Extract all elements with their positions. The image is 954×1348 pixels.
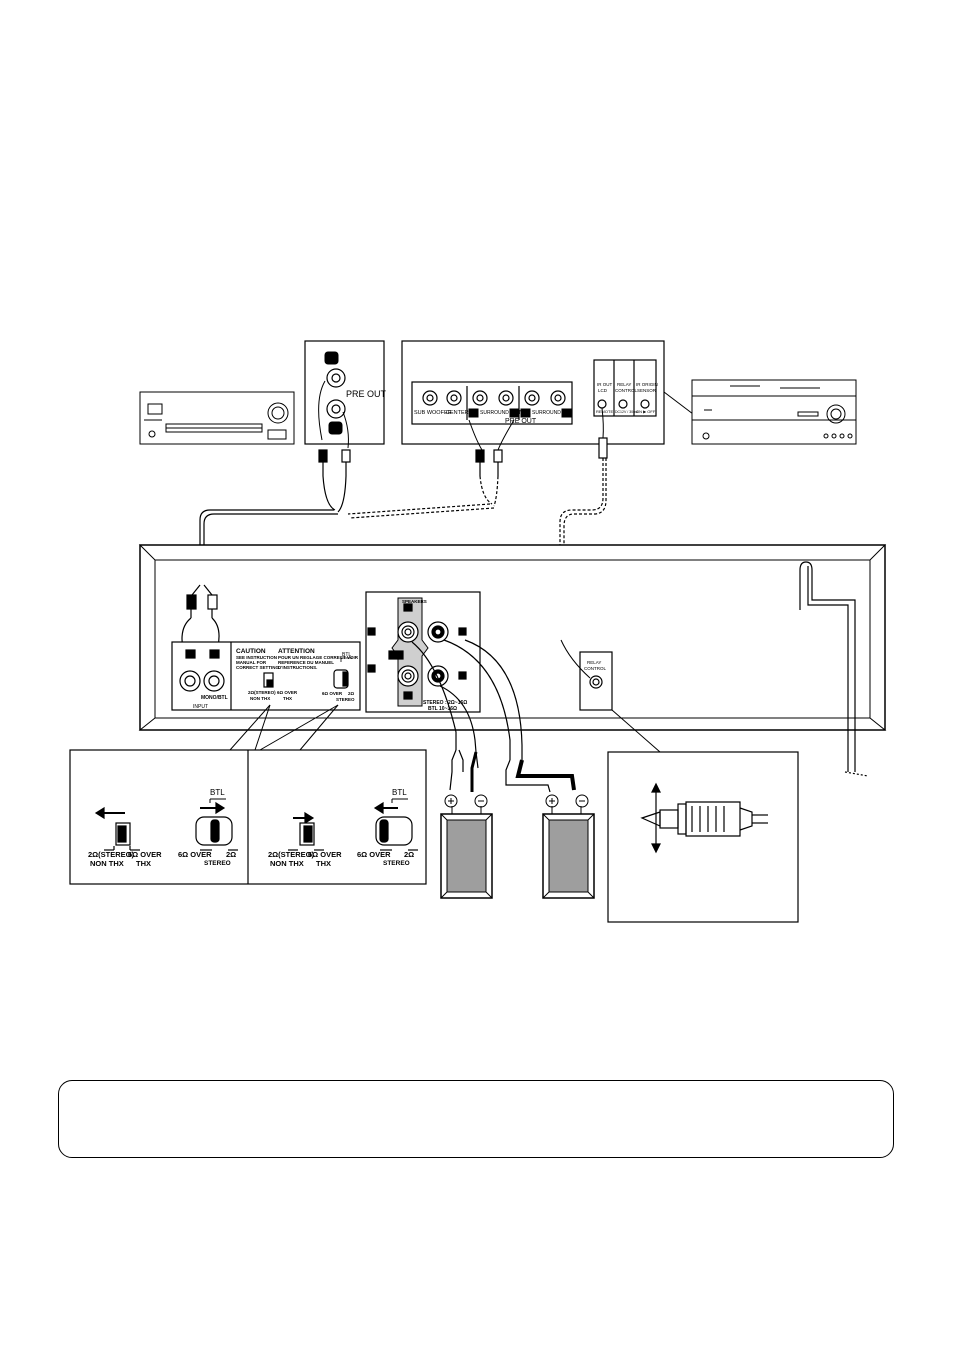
rca-cable-preamp xyxy=(199,449,351,585)
btl-label: BTL xyxy=(342,652,351,658)
relay-label: RELAY xyxy=(587,660,601,665)
jack-center: CENTER xyxy=(446,410,469,416)
dc12v-label: DC12V / 30mA xyxy=(615,410,639,414)
relay-label: RELAY xyxy=(617,382,631,387)
speaker-left xyxy=(440,794,493,899)
input-label: INPUT xyxy=(193,704,208,710)
sensor-label: SENSOR xyxy=(637,388,657,393)
sw1-right-sub: THX xyxy=(136,859,151,868)
sw2-right-label: 2Ω xyxy=(404,850,414,859)
sw2-stereo-label: STEREO xyxy=(204,860,231,867)
sw2-left-label: 6Ω OVER xyxy=(357,850,391,859)
relay-plug-detail-box xyxy=(607,751,799,923)
sw1-right-sub: THX xyxy=(283,696,292,701)
rca-cable-av-receiver xyxy=(347,449,503,519)
av-receiver-rear-panel xyxy=(401,340,665,451)
preamp-front-view xyxy=(139,391,295,445)
switch-detail-box xyxy=(69,749,427,885)
speaker-polarity-marks xyxy=(448,798,585,804)
note-box xyxy=(58,1080,894,1158)
jack-subwoofer: SUB WOOFER xyxy=(414,410,452,416)
caution-line3: CORRECT SETTING. xyxy=(236,665,280,670)
speakers-btl-note: BTL 10~16Ω xyxy=(428,706,457,712)
badge-l: L xyxy=(370,630,374,636)
badge-l: L xyxy=(512,412,516,418)
badge-l: L xyxy=(331,354,337,364)
mono-btl-label: MONO/BTL xyxy=(201,695,228,701)
badge-l: L xyxy=(461,630,465,636)
caution-line2: MANUAL FOR xyxy=(236,660,267,665)
badge-l: L xyxy=(564,412,568,418)
sw1-left-sub: NON THX xyxy=(270,859,304,868)
badge-r: R xyxy=(523,412,528,418)
pre-out-label: PRE OUT xyxy=(346,389,387,399)
badge-r: R xyxy=(335,424,342,434)
sw2-left-label: 6Ω OVER xyxy=(322,691,343,696)
control-label: CONTROL xyxy=(584,666,606,671)
ir-out-label: IR OUT xyxy=(597,382,613,387)
sw1-left-label: 2Ω(STEREO) xyxy=(268,850,315,859)
sw2-right-label: 2Ω xyxy=(226,850,236,859)
sw1-left-label: 2Ω(STEREO) xyxy=(248,690,276,695)
speakers-stereo-note: STEREO : 2Ω~16Ω xyxy=(423,700,467,706)
sw2-left-label: 6Ω OVER xyxy=(178,850,212,859)
badge-r: R xyxy=(188,652,193,659)
power-cord xyxy=(799,561,869,777)
speaker-wires xyxy=(411,639,576,793)
callout-line xyxy=(663,391,694,415)
sw1-left-sub: NON THX xyxy=(90,859,124,868)
badge-r: R xyxy=(461,674,466,680)
btl-label: BTL xyxy=(210,788,225,797)
jack-surround: SURROUND xyxy=(532,410,561,416)
remote-label: REMOTE xyxy=(596,409,613,414)
sw2-right-label: 2Ω xyxy=(348,691,355,696)
badge-r: R xyxy=(370,667,375,673)
switch-detail-setting-2 xyxy=(288,798,418,851)
preamp-pre-out-panel xyxy=(304,340,385,449)
relay-control-panel xyxy=(560,639,613,711)
speakers-label: SPEAKERS xyxy=(402,599,427,604)
sw1-left-label: 2Ω(STEREO) xyxy=(88,850,135,859)
caution-line1: SEE INSTRUCTION xyxy=(236,655,277,660)
sw1-right-label: 6Ω OVER xyxy=(308,850,342,859)
btl-label: BTL xyxy=(392,788,407,797)
jack-surround-main: SURROUND MAIN xyxy=(480,410,523,416)
sw2-stereo-label: STEREO xyxy=(336,697,355,702)
switch-detail-setting-1 xyxy=(94,798,238,851)
callout-lines xyxy=(229,704,661,753)
btl-badge: BTL xyxy=(391,654,401,660)
caution-title: CAUTION xyxy=(236,648,266,655)
badge-l: L xyxy=(212,652,217,659)
sw1-right-label: 6Ω OVER xyxy=(128,850,162,859)
attention-line3: D'INSTRUCTIONS. xyxy=(278,665,317,670)
sw1-right-label: 6Ω OVER xyxy=(277,690,298,695)
speaker-right xyxy=(542,794,595,899)
sw1-right-sub: THX xyxy=(316,859,331,868)
av-receiver-front-view xyxy=(691,379,857,445)
speaker-terminal-panel xyxy=(365,591,481,713)
ir-origin-label: IR ORIGIN xyxy=(636,382,658,387)
sw2-stereo-label: STEREO xyxy=(383,860,410,867)
badge-r: R xyxy=(471,412,476,418)
attention-line1: POUR UN REGLAGE CORRECT VOIR xyxy=(278,655,359,660)
sw1-left-sub: NON THX xyxy=(250,696,270,701)
attention-title: ATTENTION xyxy=(278,648,315,655)
attention-line2: REFERENCE DU MANUEL xyxy=(278,660,334,665)
pre-out-label: PRE OUT xyxy=(505,418,537,425)
lcd-label: LCD xyxy=(598,388,608,393)
on-off-label: ON ▶ OFF xyxy=(636,409,656,414)
control-label: CONTROL xyxy=(615,388,637,393)
